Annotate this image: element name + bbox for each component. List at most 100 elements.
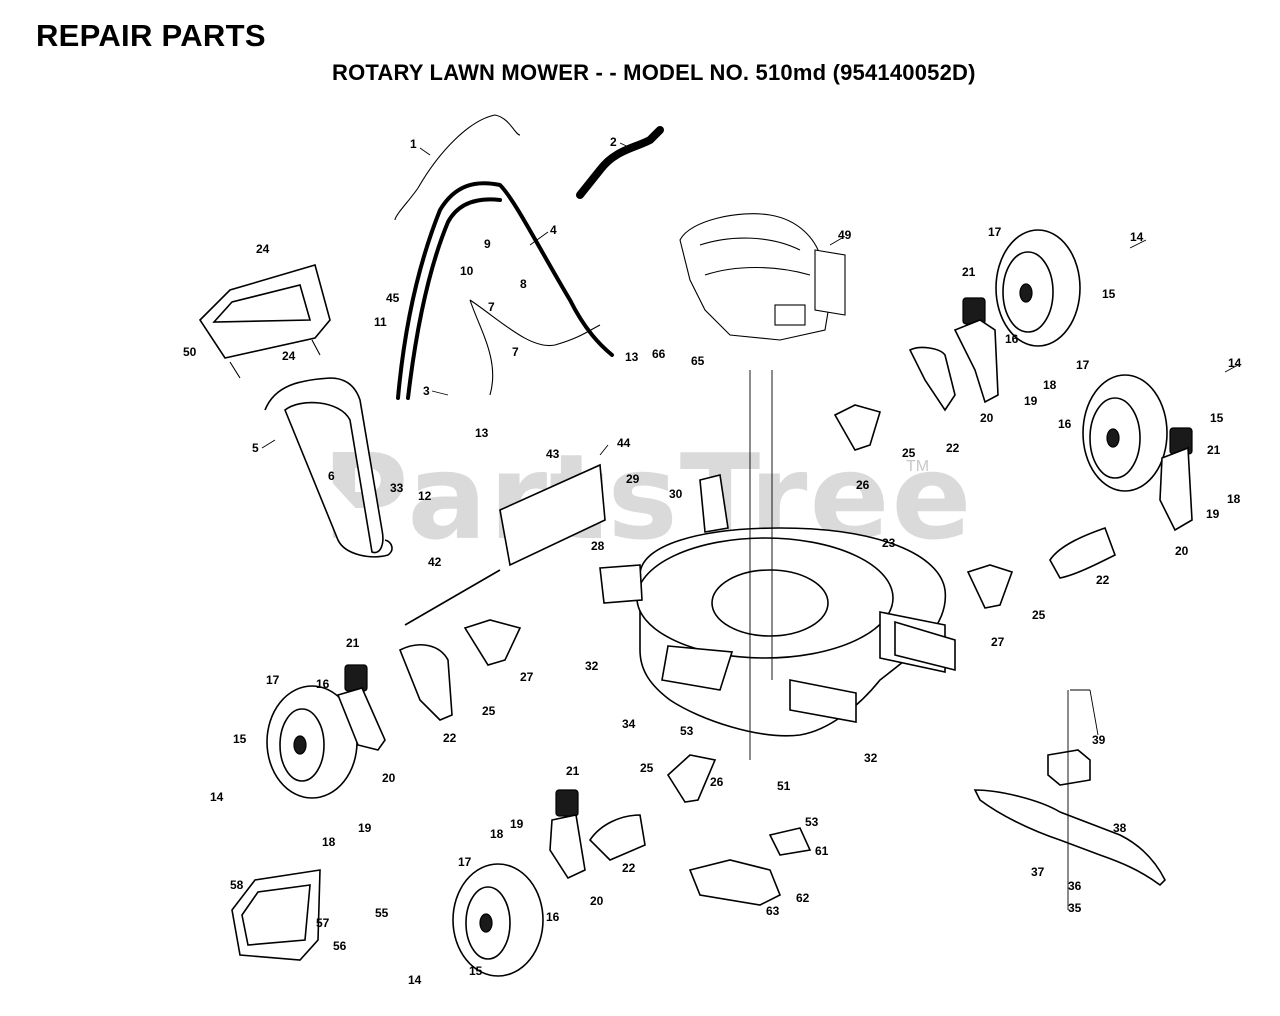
callout-14a: 14: [1130, 230, 1144, 244]
callout-11: 11: [374, 315, 387, 329]
wheel-front-right: [1082, 374, 1168, 492]
callout-32b: 32: [864, 751, 878, 765]
callout-9: 9: [484, 237, 491, 251]
callout-22d: 22: [622, 861, 636, 875]
callout-2: 2: [610, 135, 617, 149]
callout-18d: 18: [490, 827, 504, 841]
callout-22a: 22: [946, 441, 960, 455]
wheel-bracket-27-right: [966, 564, 1014, 609]
callout-25b: 25: [1032, 608, 1046, 622]
callout-17c: 17: [266, 673, 280, 687]
rear-hinge: [699, 474, 729, 533]
callout-8: 8: [520, 277, 527, 291]
chute-door: [688, 859, 782, 906]
wheel-rear-left: [266, 685, 358, 799]
latch: [768, 827, 812, 856]
callout-50: 50: [183, 345, 197, 359]
callout-29: 29: [626, 472, 640, 486]
callout-5: 5: [252, 441, 259, 455]
callout-17d: 17: [458, 855, 472, 869]
callout-13b: 13: [475, 426, 489, 440]
callout-62: 62: [796, 891, 810, 905]
callout-18b: 18: [1227, 492, 1241, 506]
callout-63: 63: [766, 904, 780, 918]
blade-assembly: [973, 690, 1166, 910]
wheel-bracket-26-right: [833, 404, 882, 451]
callout-25d: 25: [640, 761, 654, 775]
callout-27a: 27: [991, 635, 1005, 649]
callout-labels: 1 2 3 4 5 6 7 7 8 9 10 11 12 13 13 14 14…: [183, 135, 1242, 987]
model-subtitle: ROTARY LAWN MOWER - - MODEL NO. 510md (9…: [332, 60, 976, 85]
wheel-rear-right: [995, 229, 1081, 347]
page-title: REPAIR PARTS: [36, 18, 266, 53]
mulch-plug: [499, 463, 606, 567]
callout-21b: 21: [1207, 443, 1221, 457]
callout-23: 23: [882, 536, 896, 550]
height-adjuster-front-left: [549, 789, 646, 880]
control-cable: [394, 114, 601, 396]
callout-15d: 15: [469, 964, 483, 978]
callout-37: 37: [1031, 865, 1045, 879]
callout-51: 51: [777, 779, 791, 793]
axle-rod: [404, 569, 501, 626]
callout-33: 33: [390, 481, 404, 495]
callout-14c: 14: [210, 790, 224, 804]
callout-36: 36: [1068, 879, 1082, 893]
callout-44: 44: [617, 436, 631, 450]
callout-25a: 25: [902, 446, 916, 460]
callout-13a: 13: [625, 350, 639, 364]
callout-20c: 20: [382, 771, 396, 785]
rear-door: [198, 264, 331, 379]
callout-53b: 53: [805, 815, 819, 829]
callout-leaders: [261, 142, 1241, 736]
callout-19a: 19: [1024, 394, 1038, 408]
callout-56: 56: [333, 939, 347, 953]
callout-20b: 20: [1175, 544, 1189, 558]
callout-12: 12: [418, 489, 432, 503]
callout-14d: 14: [408, 973, 422, 987]
callout-22b: 22: [1096, 573, 1110, 587]
callout-18c: 18: [322, 835, 336, 849]
callout-32a: 32: [585, 659, 599, 673]
callout-27b: 27: [520, 670, 534, 684]
callout-6: 6: [328, 469, 335, 483]
callout-4: 4: [550, 223, 557, 237]
callout-7b: 7: [512, 345, 519, 359]
callout-58: 58: [230, 878, 244, 892]
callout-15a: 15: [1102, 287, 1116, 301]
wheel-bracket-27-left: [463, 619, 522, 666]
callout-24a: 24: [256, 242, 270, 256]
wheel-front-left: [452, 863, 544, 977]
callout-10: 10: [460, 264, 474, 278]
callout-15c: 15: [233, 732, 247, 746]
grass-deflector: [231, 869, 321, 961]
front-hinge: [599, 564, 643, 604]
callout-21a: 21: [962, 265, 976, 279]
callout-3: 3: [423, 384, 430, 398]
callout-35: 35: [1068, 901, 1082, 915]
callout-19b: 19: [1206, 507, 1220, 521]
mower-deck: [636, 370, 956, 760]
handle-grip: [576, 126, 664, 199]
callout-49: 49: [838, 228, 852, 242]
callout-18a: 18: [1043, 378, 1057, 392]
callout-26a: 26: [856, 478, 870, 492]
callout-21c: 21: [346, 636, 360, 650]
callout-1: 1: [410, 137, 417, 151]
height-adjuster-front-right: [1049, 427, 1193, 579]
callout-66: 66: [652, 347, 666, 361]
callout-42: 42: [428, 555, 442, 569]
callout-20d: 20: [590, 894, 604, 908]
upper-handle: [396, 181, 614, 400]
callout-53a: 53: [680, 724, 694, 738]
watermark-trademark: TM: [906, 458, 930, 475]
callout-28: 28: [591, 539, 605, 553]
wheel-bracket-26-left: [666, 754, 717, 803]
callout-14b: 14: [1228, 356, 1242, 370]
callout-15b: 15: [1210, 411, 1224, 425]
callout-22c: 22: [443, 731, 457, 745]
callout-57: 57: [316, 916, 330, 930]
callout-16b: 16: [1058, 417, 1072, 431]
callout-16d: 16: [546, 910, 560, 924]
callout-16a: 16: [1005, 332, 1019, 346]
